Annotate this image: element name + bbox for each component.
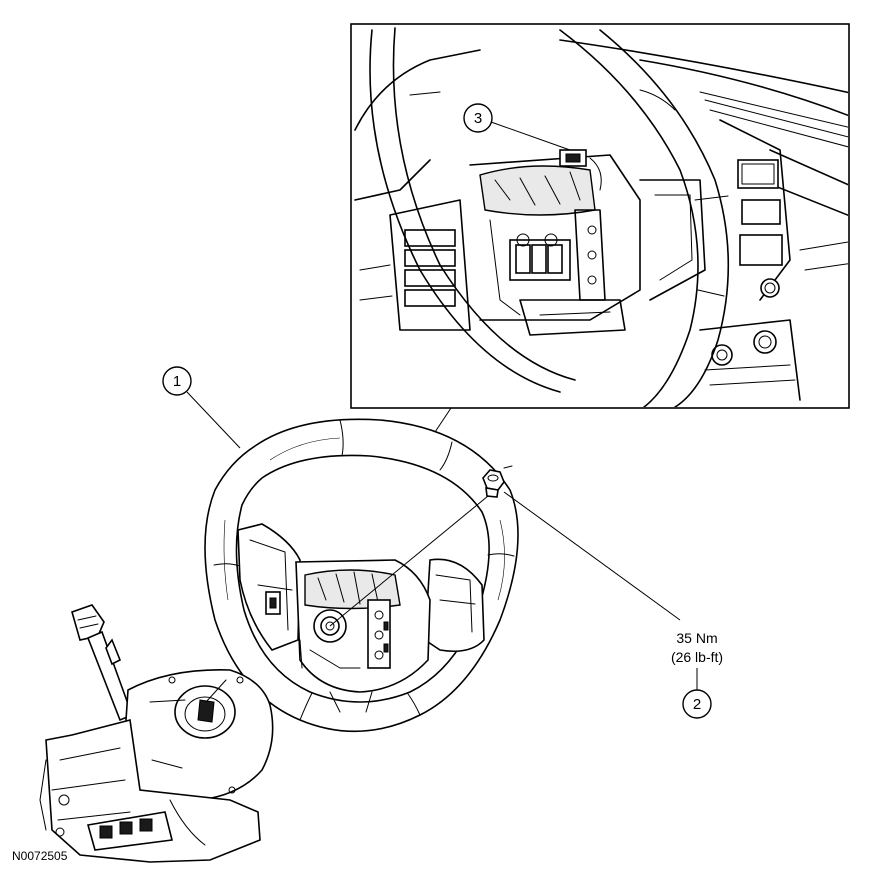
callout-1-label: 1 bbox=[173, 373, 181, 390]
callout-3-label: 3 bbox=[474, 110, 482, 127]
detail-inset: 3 bbox=[350, 23, 850, 409]
figure-id: N0072505 bbox=[12, 849, 68, 863]
steering-wheel bbox=[204, 418, 519, 733]
retaining-nut bbox=[329, 465, 681, 627]
callout-3: 3 bbox=[463, 103, 493, 133]
torque-imperial: (26 lb-ft) bbox=[671, 649, 723, 665]
torque-metric: 35 Nm bbox=[676, 630, 717, 646]
torque-spec: 35 Nm (26 lb-ft) bbox=[671, 630, 723, 690]
nut-leader bbox=[503, 491, 681, 621]
steering-column bbox=[39, 604, 274, 863]
callout-1: 1 bbox=[162, 366, 241, 449]
callout-2-label: 2 bbox=[693, 696, 701, 713]
callout-2: 2 bbox=[682, 689, 712, 719]
inset-artwork bbox=[354, 27, 848, 407]
